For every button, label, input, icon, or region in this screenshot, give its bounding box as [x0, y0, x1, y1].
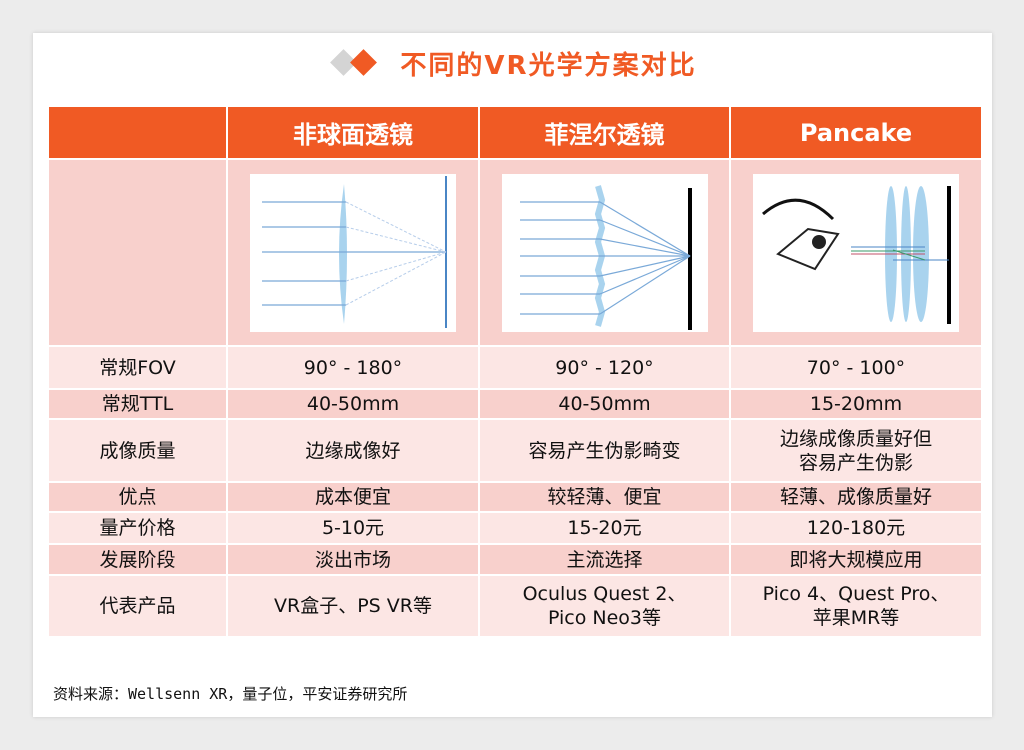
header-aspheric: 非球面透镜	[228, 107, 478, 158]
table-cell: 较轻薄、便宜	[480, 483, 729, 511]
pancake-lens-diagram	[753, 173, 959, 332]
table-cell: 40-50mm	[480, 390, 729, 418]
table-cell: 主流选择	[480, 545, 729, 574]
fresnel-lens-diagram	[501, 173, 708, 332]
table-row: 发展阶段 淡出市场 主流选择 即将大规模应用	[49, 545, 981, 574]
table-cell: 15-20元	[480, 513, 729, 543]
page-title: 不同的VR光学方案对比	[400, 50, 697, 81]
table-row: 常规FOV 90° - 180° 90° - 120° 70° - 100°	[49, 347, 981, 388]
table-cell: 90° - 180°	[228, 347, 478, 388]
table-cell: 成本便宜	[228, 483, 478, 511]
table-cell: Pico 4、Quest Pro、 苹果MR等	[731, 576, 981, 636]
source-note: 资料来源：Wellsenn XR，量子位，平安证券研究所	[53, 685, 408, 703]
table-row: 成像质量 边缘成像好 容易产生伪影畸变 边缘成像质量好但 容易产生伪影	[49, 420, 981, 481]
diagram-row	[49, 160, 981, 345]
table-cell: VR盒子、PS VR等	[228, 576, 478, 636]
table-row: 常规TTL 40-50mm 40-50mm 15-20mm	[49, 390, 981, 418]
table-cell: 容易产生伪影畸变	[480, 420, 729, 481]
table-row: 优点 成本便宜 较轻薄、便宜 轻薄、成像质量好	[49, 483, 981, 511]
aspheric-diagram-cell	[228, 160, 478, 345]
header-pancake: Pancake	[731, 107, 981, 158]
diagram-label-cell	[49, 160, 226, 345]
table-cell: 5-10元	[228, 513, 478, 543]
diamond-icon	[328, 48, 386, 78]
table-cell: 淡出市场	[228, 545, 478, 574]
row-label: 发展阶段	[49, 545, 226, 574]
row-label: 成像质量	[49, 420, 226, 481]
table-cell: 15-20mm	[731, 390, 981, 418]
table-cell: 即将大规模应用	[731, 545, 981, 574]
header-fresnel: 菲涅尔透镜	[480, 107, 729, 158]
slide-card: 不同的VR光学方案对比 非球面透镜 菲涅尔透镜 Pancake	[33, 33, 992, 717]
table-cell: 40-50mm	[228, 390, 478, 418]
table-cell: 120-180元	[731, 513, 981, 543]
table-row: 代表产品 VR盒子、PS VR等 Oculus Quest 2、 Pico Ne…	[49, 576, 981, 636]
header-empty	[49, 107, 226, 158]
row-label: 常规FOV	[49, 347, 226, 388]
table-cell: 边缘成像好	[228, 420, 478, 481]
table-cell: Oculus Quest 2、 Pico Neo3等	[480, 576, 729, 636]
title-bar: 不同的VR光学方案对比	[33, 43, 992, 83]
aspheric-lens-diagram	[250, 173, 456, 332]
row-label: 优点	[49, 483, 226, 511]
row-label: 代表产品	[49, 576, 226, 636]
comparison-table: 非球面透镜 菲涅尔透镜 Pancake	[47, 105, 983, 638]
table-cell: 90° - 120°	[480, 347, 729, 388]
row-label: 量产价格	[49, 513, 226, 543]
row-label: 常规TTL	[49, 390, 226, 418]
header-row: 非球面透镜 菲涅尔透镜 Pancake	[49, 107, 981, 158]
table-cell: 70° - 100°	[731, 347, 981, 388]
table-cell: 轻薄、成像质量好	[731, 483, 981, 511]
pancake-diagram-cell	[731, 160, 981, 345]
fresnel-diagram-cell	[480, 160, 729, 345]
table-row: 量产价格 5-10元 15-20元 120-180元	[49, 513, 981, 543]
table-cell: 边缘成像质量好但 容易产生伪影	[731, 420, 981, 481]
